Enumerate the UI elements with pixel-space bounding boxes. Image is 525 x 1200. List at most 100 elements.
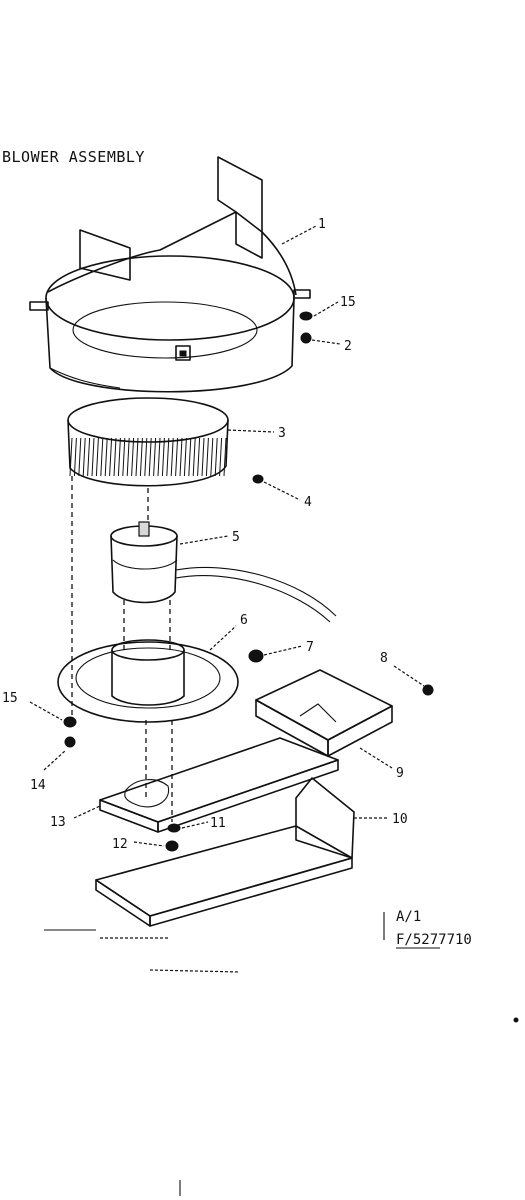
leader-lines bbox=[29, 225, 425, 847]
artifact-dot bbox=[513, 1017, 519, 1023]
wheel-blade bbox=[210, 437, 214, 477]
motor-mount-plate bbox=[57, 639, 239, 723]
blower-wheel bbox=[67, 397, 229, 487]
channel-bracket bbox=[95, 777, 355, 927]
wheel-blade bbox=[95, 437, 99, 477]
wheel-blade bbox=[117, 437, 121, 477]
blower-motor bbox=[110, 521, 337, 623]
wheel-blade bbox=[183, 437, 187, 477]
wheel-blade bbox=[170, 437, 174, 477]
plate-outer-ring bbox=[57, 641, 239, 723]
motor-shaft bbox=[138, 521, 150, 537]
screw-14 bbox=[64, 736, 76, 748]
wheel-blade bbox=[148, 437, 152, 477]
motor-wire-b bbox=[175, 575, 331, 623]
wheel-blade bbox=[135, 437, 139, 477]
wheel-blade bbox=[126, 437, 130, 477]
plate-center-cylinder bbox=[111, 650, 185, 706]
leader-11 bbox=[181, 821, 209, 829]
wheel-blade bbox=[91, 437, 95, 477]
plate-cylinder-top bbox=[111, 639, 185, 661]
leader-14 bbox=[43, 749, 67, 771]
housing-inner-opening bbox=[72, 301, 258, 359]
wheel-blade bbox=[214, 437, 218, 477]
screw-2 bbox=[300, 332, 312, 344]
plate-inner-ring bbox=[75, 647, 221, 709]
channel-side-lip bbox=[149, 857, 353, 927]
wheel-blade bbox=[131, 437, 135, 477]
base-plate-top bbox=[99, 737, 339, 823]
leader-13 bbox=[73, 805, 101, 819]
leader-12 bbox=[133, 841, 165, 847]
tray-top bbox=[255, 669, 393, 741]
housing-left-stud bbox=[29, 301, 49, 311]
channel-front-lip bbox=[95, 879, 151, 927]
leader-1 bbox=[281, 225, 317, 245]
wheel-blades bbox=[69, 437, 227, 477]
wheel-blade bbox=[175, 437, 179, 477]
housing-bracket-hole bbox=[179, 350, 187, 357]
alignment-lines bbox=[71, 476, 173, 822]
housing-top-rim bbox=[47, 211, 297, 296]
wheel-blade bbox=[139, 437, 143, 477]
washer-15-left bbox=[63, 716, 77, 728]
callout-13: 13 bbox=[50, 815, 66, 830]
wheel-blade bbox=[223, 437, 227, 477]
diagram-title: BLOWER ASSEMBLY bbox=[2, 148, 145, 166]
leader-2 bbox=[311, 339, 341, 345]
callout-10: 10 bbox=[392, 812, 408, 827]
wheel-blade bbox=[197, 437, 201, 477]
set-screw-4 bbox=[252, 474, 264, 484]
callout-6: 6 bbox=[240, 613, 248, 628]
leader-9 bbox=[359, 747, 393, 769]
scan-artifacts bbox=[44, 929, 519, 1196]
base-plate-side bbox=[157, 759, 339, 833]
wheel-blade bbox=[192, 437, 196, 477]
housing-bottom-edge bbox=[49, 367, 121, 389]
nut-12 bbox=[165, 840, 179, 852]
tray-inner-detail bbox=[299, 703, 337, 723]
wheel-blade bbox=[188, 437, 192, 477]
wheel-blade bbox=[219, 437, 223, 477]
tray-front bbox=[255, 699, 329, 757]
leader-4 bbox=[263, 481, 301, 501]
callout-15-left: 15 bbox=[2, 691, 18, 706]
wheel-blade bbox=[144, 437, 148, 477]
wheel-blade bbox=[109, 437, 113, 477]
screw-8 bbox=[422, 684, 434, 696]
housing-wall bbox=[45, 297, 295, 393]
housing-left-fin bbox=[79, 229, 131, 281]
wheel-blade bbox=[104, 437, 108, 477]
wheel-blade bbox=[161, 437, 165, 477]
leader-8 bbox=[393, 665, 425, 687]
channel-upright bbox=[295, 777, 355, 859]
wheel-side bbox=[67, 419, 229, 487]
leader-5 bbox=[179, 535, 229, 545]
housing-outlet-chute bbox=[217, 156, 263, 259]
reference-line-2: F/5277710 bbox=[396, 932, 472, 948]
callout-8: 8 bbox=[380, 651, 388, 666]
wheel-blade bbox=[153, 437, 157, 477]
wheel-blade bbox=[82, 437, 86, 477]
leader-7 bbox=[263, 645, 303, 656]
wheel-blade bbox=[179, 437, 183, 477]
housing-bracket bbox=[175, 345, 191, 361]
wheel-blade bbox=[166, 437, 170, 477]
reference-line-1: A/1 bbox=[396, 909, 421, 925]
callout-11: 11 bbox=[210, 816, 226, 831]
washer-11 bbox=[167, 823, 181, 833]
callout-4: 4 bbox=[304, 495, 312, 510]
wheel-blade bbox=[201, 437, 205, 477]
leader-15-left bbox=[29, 701, 63, 721]
wheel-blade bbox=[205, 437, 209, 477]
blower-housing bbox=[29, 156, 311, 393]
callout-5: 5 bbox=[232, 530, 240, 545]
tray-side bbox=[327, 705, 393, 757]
callout-3: 3 bbox=[278, 426, 286, 441]
channel-floor bbox=[95, 825, 353, 917]
motor-body bbox=[110, 535, 178, 604]
reference-code: A/1 F/5277710 bbox=[383, 909, 472, 949]
callout-14: 14 bbox=[30, 778, 46, 793]
callout-12: 12 bbox=[112, 837, 128, 852]
